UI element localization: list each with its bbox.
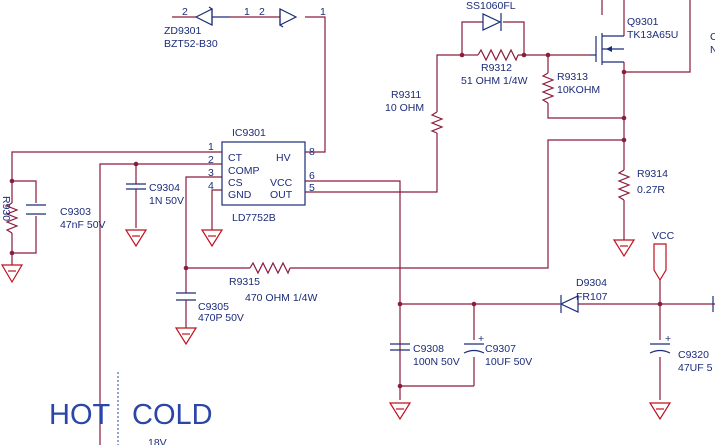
ground-symbol [388, 402, 412, 421]
partial-label-c: C [710, 31, 715, 43]
partial-label-n: N [710, 44, 715, 56]
zd9301-ref: ZD9301 [164, 25, 202, 37]
r9311-ref: R9311 [391, 89, 421, 101]
ic9301-ref: IC9301 [232, 127, 266, 139]
ss1060fl-ref: SS1060FL [466, 0, 516, 12]
r9312-resistor: R9312 51 OHM 1/4W [461, 48, 528, 87]
wires [11, 0, 715, 445]
r9315-resistor: R9315 470 OHM 1/4W [229, 261, 317, 304]
ic9301-pin-out-name: OUT [270, 189, 293, 201]
r9314-value: 0.27R [637, 184, 665, 196]
ss1060fl-diode: SS1060FL [466, 0, 516, 31]
c9308-value: 100N 50V [413, 356, 460, 368]
r9313-resistor: R9313 10KOHM [541, 71, 600, 104]
ic9301-pin-ct-name: CT [228, 152, 243, 164]
c9305-capacitor: C9305 470P 50V [176, 292, 244, 324]
zd9301-pin2-mid: 2 [259, 6, 265, 18]
c9320-polarity: + [665, 333, 671, 345]
ic9301-pin-2-num: 2 [208, 154, 214, 166]
c9305-ref: C9305 [198, 301, 229, 313]
ground-symbols [0, 229, 672, 421]
r930x-partial-label: R930 [0, 196, 12, 221]
ic9301-pin-1-num: 1 [208, 141, 214, 153]
ground-symbol [174, 327, 198, 346]
zd9301-pin1-mid: 1 [244, 6, 250, 18]
c9320-electrolytic-capacitor: + C9320 47UF 5 [649, 333, 713, 374]
r9312-value: 51 OHM 1/4W [461, 75, 528, 87]
r9313-ref: R9313 [557, 71, 588, 83]
c9304-value: 1N 50V [149, 195, 184, 207]
ic9301-pin-4-num: 4 [208, 180, 214, 192]
c9304-capacitor: C9304 1N 50V [126, 182, 184, 207]
partial-18v-label: 18V [148, 437, 167, 445]
d9304-diode: D9304 FR107 [559, 277, 608, 313]
ic9301-pin-3-num: 3 [208, 167, 214, 179]
ic9301-pin-8-num: 8 [309, 146, 315, 158]
r9312-ref: R9312 [481, 62, 512, 74]
ic9301-part: LD7752B [232, 212, 276, 224]
c9320-ref: C9320 [678, 349, 709, 361]
r930x-resistor-partial: R930 [0, 181, 19, 234]
hot-zone-label: HOT [49, 399, 111, 431]
zd9301-zener-diode: 2 1 2 1 ZD9301 BZT52-B30 [164, 6, 326, 50]
c9308-capacitor: C9308 100N 50V [390, 343, 460, 368]
ic9301-pin-5-num: 5 [309, 182, 315, 194]
ground-symbol [124, 229, 148, 248]
ic9301-pin-6-num: 6 [309, 170, 315, 182]
c9307-polarity: + [478, 333, 484, 345]
c9303-value: 47nF 50V [60, 219, 106, 231]
r9315-ref: R9315 [229, 276, 260, 288]
r9311-resistor: R9311 10 OHM [385, 89, 444, 134]
ground-symbol [200, 229, 224, 248]
c9308-ref: C9308 [413, 343, 444, 355]
ic9301-chip: IC9301 LD7752B CT COMP CS GND 1 2 3 4 HV… [208, 127, 315, 224]
r9313-value: 10KOHM [557, 84, 600, 96]
ic9301-pin-hv-name: HV [276, 152, 291, 164]
ground-symbol [612, 239, 636, 258]
junctions [9, 52, 663, 389]
r9314-ref: R9314 [637, 168, 668, 180]
q9301-value: TK13A65U [627, 29, 678, 41]
cold-zone-label: COLD [132, 399, 213, 431]
zd9301-pin1-right: 1 [320, 6, 326, 18]
ic9301-pin-vcc-name: VCC [270, 177, 293, 189]
zd9301-pin2-left: 2 [182, 6, 188, 18]
c9303-capacitor: C9303 47nF 50V [26, 204, 106, 231]
c9307-electrolytic-capacitor: + C9307 10UF 50V [463, 333, 532, 368]
d9304-value: FR107 [576, 291, 608, 303]
hot-cold-zone: HOT COLD 18V [49, 372, 213, 445]
ground-symbol [648, 402, 672, 421]
q9301-mosfet: Q9301 TK13A65U [590, 16, 678, 65]
r9311-value: 10 OHM [385, 102, 424, 114]
c9320-value: 47UF 5 [678, 362, 713, 374]
ic9301-pin-gnd-name: GND [228, 189, 252, 201]
ic9301-pin-cs-name: CS [228, 177, 243, 189]
ic9301-pin-comp-name: COMP [228, 165, 260, 177]
partial-diode-right-edge: C N [710, 31, 715, 312]
q9301-ref: Q9301 [627, 16, 659, 28]
d9304-ref: D9304 [576, 277, 607, 289]
ground-symbol [0, 264, 24, 284]
c9304-ref: C9304 [149, 182, 180, 194]
c9307-ref: C9307 [485, 343, 516, 355]
vcc-net-flag: VCC [652, 230, 675, 282]
zd9301-value: BZT52-B30 [164, 38, 218, 50]
c9303-ref: C9303 [60, 206, 91, 218]
r9315-value: 470 OHM 1/4W [245, 292, 317, 304]
vcc-label: VCC [652, 230, 675, 242]
c9307-value: 10UF 50V [485, 356, 532, 368]
c9305-value: 470P 50V [198, 312, 244, 324]
r9314-resistor: R9314 0.27R [617, 168, 668, 201]
